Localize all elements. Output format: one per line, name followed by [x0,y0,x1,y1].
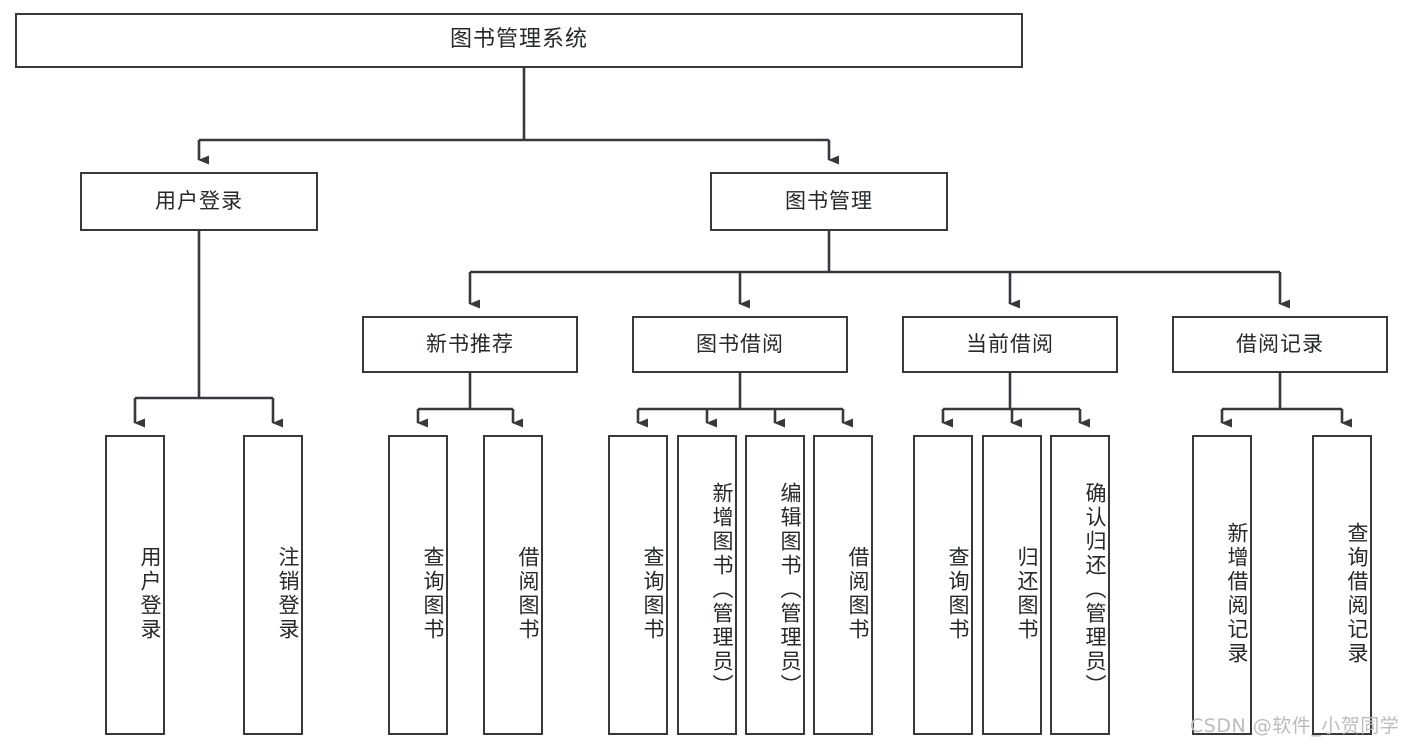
node-leaf-borrow-books[interactable]: 借阅图书 [813,435,873,735]
node-new-book-recommendation[interactable]: 新书推荐 [362,316,578,373]
node-label: 注销登录 [276,546,300,642]
node-leaf-edit-book-admin[interactable]: 编辑图书（管理员） [745,435,805,735]
node-leaf-query-borrow-record[interactable]: 查询借阅记录 [1312,435,1372,735]
node-leaf-borrow-books-newbook[interactable]: 借阅图书 [483,435,543,735]
node-label: 确认归还（管理员） [1083,482,1107,698]
node-user-login[interactable]: 用户登录 [80,172,318,231]
node-leaf-user-login[interactable]: 用户登录 [105,435,165,735]
node-label: 图书借阅 [696,331,784,356]
node-label: 借阅图书 [516,546,540,642]
node-label: 查询图书 [946,546,970,642]
node-label: 归还图书 [1015,546,1039,642]
node-label: 新增借阅记录 [1225,522,1249,666]
node-book-borrowing[interactable]: 图书借阅 [632,316,848,373]
node-leaf-query-books-newbook[interactable]: 查询图书 [388,435,448,735]
csdn-watermark: CSDN @软件_小贺同学 [1190,715,1400,737]
node-leaf-logout[interactable]: 注销登录 [243,435,303,735]
node-label: 图书管理 [785,188,873,213]
node-leaf-query-books-current[interactable]: 查询图书 [913,435,973,735]
node-label: 借阅图书 [846,546,870,642]
node-book-management[interactable]: 图书管理 [710,172,948,231]
node-label: 查询图书 [641,546,665,642]
node-leaf-add-borrow-record[interactable]: 新增借阅记录 [1192,435,1252,735]
node-label: 当前借阅 [966,331,1054,356]
node-label: 编辑图书（管理员） [778,482,802,698]
node-root-book-management-system[interactable]: 图书管理系统 [15,13,1023,68]
node-label: 新书推荐 [426,331,514,356]
node-leaf-query-books-borrow[interactable]: 查询图书 [608,435,668,735]
node-leaf-return-books[interactable]: 归还图书 [982,435,1042,735]
node-label: 新增图书（管理员） [710,482,734,698]
node-label: 图书管理系统 [449,27,588,53]
node-leaf-confirm-return-admin[interactable]: 确认归还（管理员） [1050,435,1110,735]
node-label: 查询图书 [421,546,445,642]
node-label: 借阅记录 [1236,331,1324,356]
node-label: 用户登录 [155,188,243,213]
node-borrowing-records[interactable]: 借阅记录 [1172,316,1388,373]
node-leaf-add-book-admin[interactable]: 新增图书（管理员） [677,435,737,735]
node-label: 查询借阅记录 [1345,522,1369,666]
node-current-borrowing[interactable]: 当前借阅 [902,316,1118,373]
node-label: 用户登录 [138,546,162,642]
